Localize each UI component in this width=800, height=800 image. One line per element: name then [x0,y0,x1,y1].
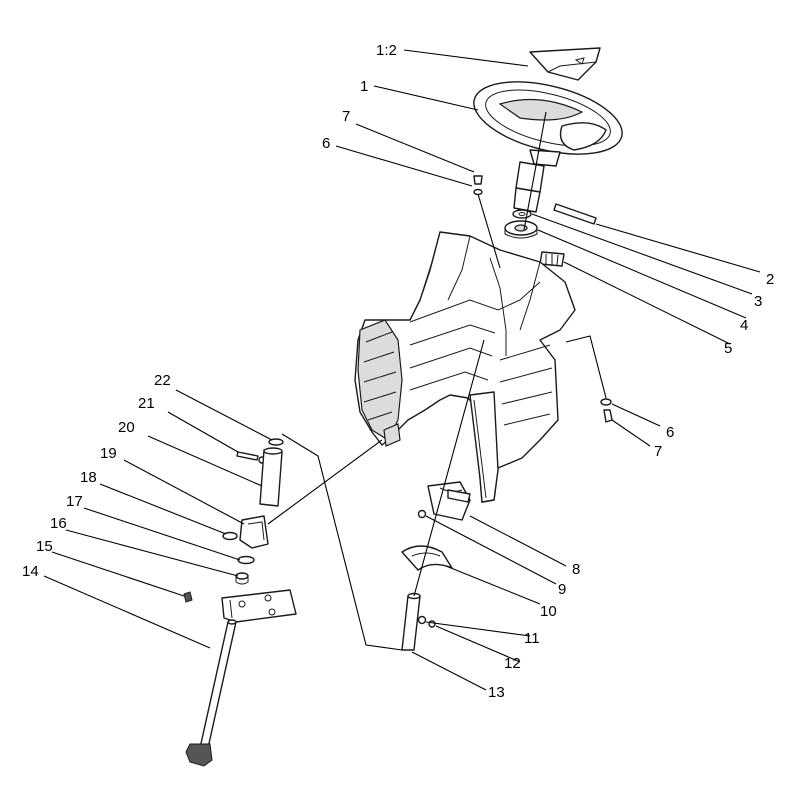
callout-2: 2 [766,271,774,288]
callout-6-upper: 6 [322,135,330,152]
nut-9 [417,509,427,519]
callout-4: 4 [740,317,748,334]
callout-19: 19 [100,445,117,462]
callout-14: 14 [22,563,39,580]
callout-11: 11 [524,630,540,647]
screw-upper [473,175,483,196]
gear-housing-19 [239,515,269,549]
nut-12 [428,620,436,628]
callout-13: 13 [488,684,505,701]
callout-6-right: 6 [666,424,674,441]
callout-17: 17 [66,493,83,510]
steering-shaft-14 [185,619,237,767]
wire-connector [539,251,565,267]
callout-18: 18 [80,469,97,486]
callout-7-right: 7 [654,443,662,460]
callout-10: 10 [540,603,557,620]
callout-5: 5 [724,340,732,357]
bushing-16 [235,572,249,585]
upper-mount-bracket [427,481,471,521]
steering-wheel-cap [529,47,601,81]
bushing-22 [268,438,284,446]
callout-labels: 1:2 1 7 6 2 3 4 5 6 7 8 9 10 11 12 13 22… [22,42,774,701]
callout-3: 3 [754,293,762,310]
roll-pin [553,203,597,225]
callout-22: 22 [154,372,171,389]
callout-1: 1 [360,78,368,95]
steering-wheel [473,81,623,213]
callout-20: 20 [118,419,135,436]
callout-12: 12 [504,655,521,672]
pin-15 [183,591,193,603]
callout-21: 21 [138,395,155,412]
console-housing [354,231,576,503]
sleeve-20 [259,447,283,507]
callout-15: 15 [36,538,53,555]
steering-column-upper [401,592,421,651]
washer-18 [222,531,238,541]
construction-lines [267,111,607,651]
callout-7-upper: 7 [342,108,350,125]
washer [512,209,532,219]
callout-16: 16 [50,515,67,532]
screw-right [600,398,613,423]
washer-17 [237,555,255,565]
callout-leader-lines [43,49,761,691]
bolt-11 [417,615,427,625]
mount-plate [221,589,297,623]
bolt-21 [236,451,266,464]
callout-9: 9 [558,581,566,598]
steering-bushing [504,220,538,239]
callout-1-2: 1:2 [376,42,397,59]
callout-8: 8 [572,561,580,578]
